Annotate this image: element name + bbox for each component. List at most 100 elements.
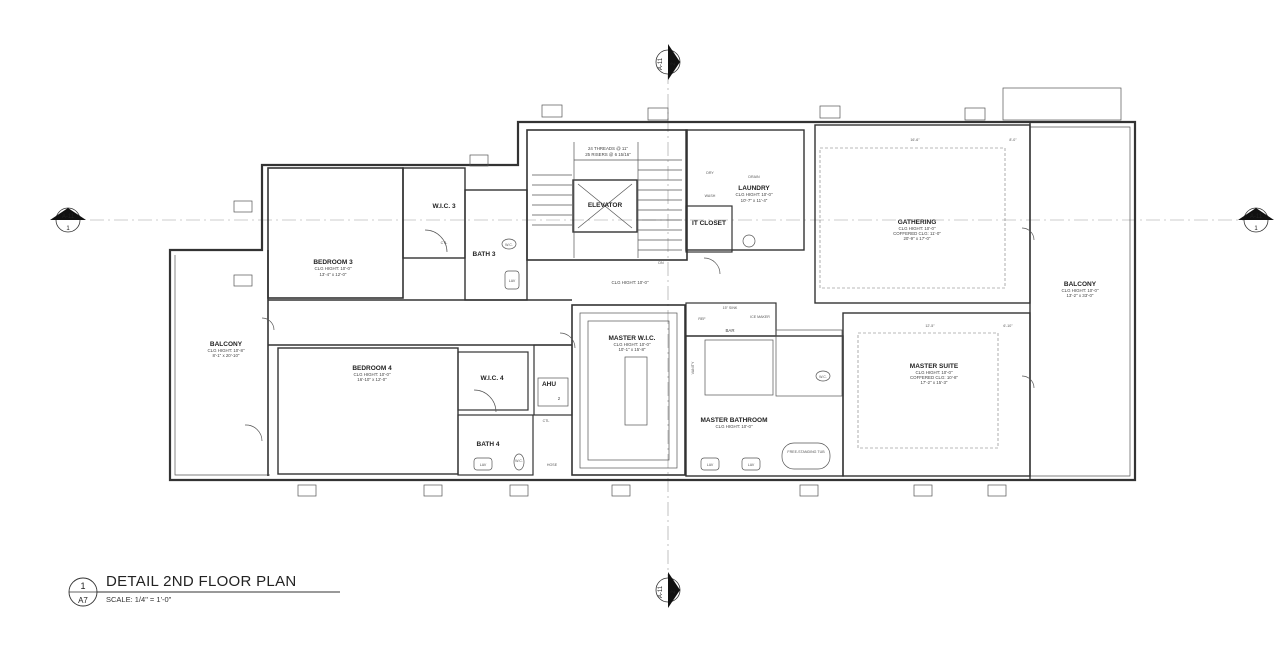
coffered-ceiling-outlines [819, 147, 1006, 449]
svg-text:W.C.: W.C. [505, 243, 513, 247]
svg-text:REF: REF [698, 317, 706, 321]
svg-text:CLG HIGHT: 10'-0": CLG HIGHT: 10'-0" [353, 372, 390, 377]
svg-text:CTL: CTL [543, 419, 550, 423]
svg-text:A-11: A-11 [658, 57, 664, 70]
room-balcony-right: BALCONY CLG HIGHT: 10'-0" 13'-2" x 33'-0… [1061, 281, 1098, 298]
svg-text:CLG HIGHT: 10'-0": CLG HIGHT: 10'-0" [1061, 288, 1098, 293]
svg-text:DN: DN [658, 261, 664, 265]
svg-text:BEDROOM 4: BEDROOM 4 [352, 365, 392, 372]
svg-text:MASTER W.I.C.: MASTER W.I.C. [609, 335, 656, 342]
svg-text:BALCONY: BALCONY [210, 341, 243, 348]
drawing-scale: SCALE: 1/4" = 1'-0" [106, 595, 172, 604]
svg-text:6'-10": 6'-10" [1003, 324, 1013, 328]
stair-labels: 24 THREADS @ 11" 25 RISERS @ 6 15/16" DN [585, 146, 664, 265]
svg-text:A-11: A-11 [62, 214, 75, 220]
room-bedroom-4: BEDROOM 4 CLG HIGHT: 10'-0" 16'-10" x 12… [352, 365, 392, 382]
svg-text:17'-2" x 15'-3": 17'-2" x 15'-3" [920, 380, 947, 385]
room-wic-3: W.I.C. 3 [432, 203, 456, 210]
section-marker-bottom: A-11 2 [655, 572, 681, 608]
svg-text:DRY: DRY [706, 171, 714, 175]
svg-text:DRAIN: DRAIN [748, 175, 760, 179]
svg-text:BAR: BAR [725, 328, 734, 333]
svg-text:CLG HIGHT: 10'-0": CLG HIGHT: 10'-0" [898, 226, 935, 231]
svg-text:2: 2 [558, 396, 561, 401]
svg-text:16'-10" x 12'-0": 16'-10" x 12'-0" [357, 377, 387, 382]
svg-text:LAUNDRY: LAUNDRY [738, 185, 770, 192]
dimension-labels: 16'-6" 8'-0" 12'-5" 6'-10" [910, 138, 1017, 328]
svg-text:LAV: LAV [509, 279, 516, 283]
sheet-number: A7 [78, 596, 88, 605]
room-gathering: GATHERING CLG HIGHT: 10'-0" COFFERED CLG… [893, 219, 941, 241]
svg-text:AHU: AHU [542, 381, 556, 388]
svg-text:CLG HIGHT: 10'-8": CLG HIGHT: 10'-8" [207, 348, 244, 353]
svg-text:2: 2 [671, 62, 677, 66]
room-wic-4: W.I.C. 4 [480, 375, 504, 382]
svg-text:W.C.: W.C. [819, 375, 827, 379]
svg-text:A-11: A-11 [1250, 214, 1263, 220]
room-bath-4: BATH 4 [477, 441, 500, 448]
sink-icon [473, 270, 761, 471]
svg-text:13'-2" x 33'-0": 13'-2" x 33'-0" [1066, 293, 1093, 298]
hall-ceiling: CLG HIGHT: 10'-0" [611, 280, 648, 285]
svg-text:HOSE: HOSE [547, 463, 558, 467]
svg-text:CLG HIGHT: 10'-0": CLG HIGHT: 10'-0" [735, 192, 772, 197]
svg-text:15" SINK: 15" SINK [723, 306, 738, 310]
svg-text:25 RISERS @ 6 15/16": 25 RISERS @ 6 15/16" [585, 152, 631, 157]
svg-text:1: 1 [66, 226, 70, 232]
svg-text:W.C.: W.C. [515, 459, 523, 463]
room-balcony-left: BALCONY CLG HIGHT: 10'-8" 8'-1" x 20'-10… [207, 341, 244, 358]
section-marker-right: A-11 1 [1238, 207, 1274, 233]
svg-text:LAV: LAV [748, 463, 755, 467]
section-marker-left: A-11 1 [50, 207, 86, 233]
svg-text:20'-9" x 17'-0": 20'-9" x 17'-0" [903, 236, 930, 241]
svg-text:13'-4" x 12'-0": 13'-4" x 12'-0" [319, 272, 346, 277]
window-tags [233, 104, 1007, 497]
bathtub-icon [781, 442, 831, 470]
section-axis-lines [90, 70, 1250, 580]
svg-text:WASH: WASH [705, 194, 716, 198]
svg-text:GATHERING: GATHERING [898, 219, 937, 226]
room-bath-3: BATH 3 [473, 251, 496, 258]
svg-text:BEDROOM 3: BEDROOM 3 [313, 259, 353, 266]
svg-text:CLG HIGHT: 10'-0": CLG HIGHT: 10'-0" [613, 342, 650, 347]
svg-text:COFFERED CLG: 11'-0": COFFERED CLG: 11'-0" [893, 231, 941, 236]
svg-text:A-11: A-11 [658, 585, 664, 598]
stair-treads [532, 142, 682, 258]
room-master-suite: MASTER SUITE CLG HIGHT: 10'-0" COFFERED … [910, 363, 959, 385]
svg-text:8'-0": 8'-0" [1009, 138, 1017, 142]
svg-text:FREE-STANDING TUB: FREE-STANDING TUB [787, 450, 825, 454]
detail-number: 1 [80, 581, 85, 591]
room-it-closet: IT CLOSET [692, 220, 726, 227]
room-master-wic: MASTER W.I.C. CLG HIGHT: 10'-0" 10'-1" x… [609, 335, 656, 352]
wic-island [624, 356, 648, 426]
section-marker-top: A-11 2 [655, 44, 681, 80]
svg-text:10'-7" x 11'-4": 10'-7" x 11'-4" [741, 198, 768, 203]
room-master-bathroom: MASTER BATHROOM CLG HIGHT: 10'-0" FREE-S… [700, 417, 825, 454]
exterior-walls [168, 87, 1137, 482]
room-elevator: ELEVATOR [588, 202, 623, 209]
svg-text:LAV: LAV [707, 463, 714, 467]
door-swings [244, 227, 1035, 442]
drawing-title: DETAIL 2ND FLOOR PLAN [106, 573, 297, 590]
drawing-title-block: 1 A7 DETAIL 2ND FLOOR PLAN SCALE: 1/4" =… [68, 573, 340, 607]
interior-walls [267, 122, 1031, 480]
elevator-shaft [577, 183, 633, 229]
svg-text:MASTER BATHROOM: MASTER BATHROOM [700, 417, 767, 424]
svg-text:1: 1 [1254, 226, 1258, 232]
svg-text:ICE MAKER: ICE MAKER [750, 315, 770, 319]
svg-text:24 THREADS @ 11": 24 THREADS @ 11" [588, 146, 628, 151]
svg-text:12'-5": 12'-5" [925, 324, 935, 328]
svg-text:8'-1" x 20'-10": 8'-1" x 20'-10" [212, 353, 239, 358]
svg-text:2: 2 [671, 590, 677, 594]
room-bedroom-3: BEDROOM 3 CLG HIGHT: 10'-0" 13'-4" x 12'… [313, 259, 353, 277]
room-laundry: LAUNDRY CLG HIGHT: 10'-0" 10'-7" x 11'-4… [705, 171, 773, 203]
room-ahu: AHU 2 [537, 377, 569, 407]
vanity-label: VANITY [691, 361, 695, 374]
svg-text:CLG HIGHT: 10'-0": CLG HIGHT: 10'-0" [915, 370, 952, 375]
bar-area: 15" SINK REF ICE MAKER BAR [698, 306, 770, 333]
svg-text:MASTER SUITE: MASTER SUITE [910, 363, 959, 370]
toilet-icon [501, 234, 831, 471]
svg-text:CTL: CTL [441, 241, 448, 245]
fixture-labels: W.C. W.C. W.C. LAV LAV LAV LAV CTL CTL H… [441, 241, 827, 467]
